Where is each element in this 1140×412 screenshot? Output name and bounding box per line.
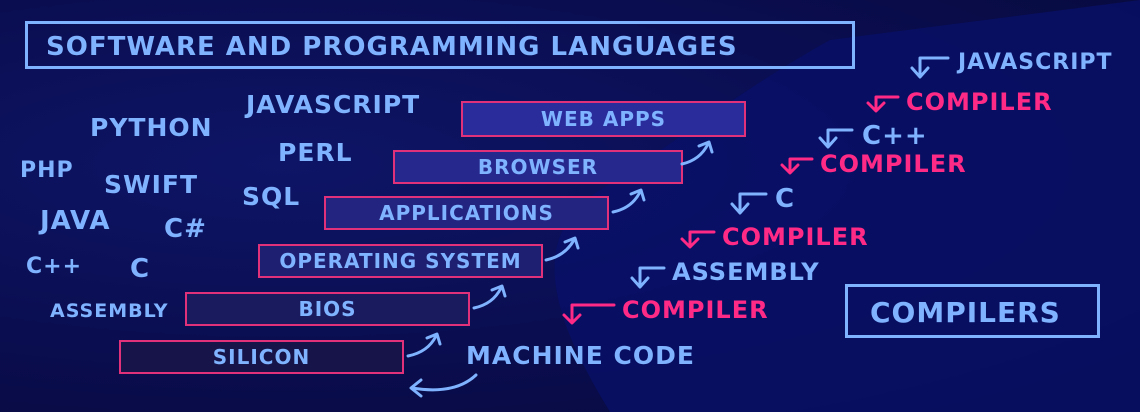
chain-javascript: JAVASCRIPT: [958, 50, 1113, 75]
chain-compiler-1: COMPILER: [906, 88, 1053, 116]
curved-arrow-icon: [472, 284, 507, 310]
layer-applications: APPLICATIONS: [324, 196, 609, 230]
curved-arrow-icon: [544, 236, 580, 262]
chain-c: C: [775, 184, 796, 214]
right-panel-shape: [554, 0, 1140, 412]
layer-web-apps-label: WEB APPS: [540, 107, 667, 131]
chain-compiler-4: COMPILER: [622, 296, 769, 324]
layer-operating-system-label: OPERATING SYSTEM: [279, 249, 522, 273]
chain-compiler-3: COMPILER: [722, 223, 869, 251]
language-c: C: [130, 254, 151, 284]
chain-compiler-2: COMPILER: [820, 150, 967, 178]
language-java: JAVA: [40, 206, 111, 236]
layer-bios: BIOS: [185, 292, 470, 326]
compilers-label: COMPILERS: [870, 296, 1061, 329]
language-assembly: ASSEMBLY: [50, 300, 169, 322]
layer-browser: BROWSER: [393, 150, 683, 184]
hook-arrow-icon: [730, 192, 768, 215]
language-php: PHP: [20, 158, 74, 183]
layer-applications-label: APPLICATIONS: [379, 201, 554, 225]
layer-silicon-label: SILICON: [212, 345, 311, 369]
machine-code-label: MACHINE CODE: [466, 341, 695, 370]
compiler-arrow-icon: [680, 230, 716, 249]
hook-arrow-icon: [630, 266, 666, 289]
compiler-arrow-icon: [866, 95, 900, 113]
layer-web-apps: WEB APPS: [461, 101, 746, 137]
language-csharp: C#: [164, 214, 207, 244]
title-box: SOFTWARE AND PROGRAMMING LANGUAGES: [25, 21, 855, 69]
language-sql: SQL: [242, 182, 301, 211]
chain-cpp: C++: [862, 121, 928, 151]
layer-operating-system: OPERATING SYSTEM: [258, 244, 543, 278]
hook-arrow-icon: [910, 56, 950, 79]
language-perl: PERL: [278, 138, 353, 167]
compiler-arrow-icon: [780, 157, 814, 175]
language-cpp: C++: [26, 254, 83, 279]
compiler-arrow-icon: [562, 303, 616, 325]
diagram-title: SOFTWARE AND PROGRAMMING LANGUAGES: [46, 32, 738, 62]
language-javascript: JAVASCRIPT: [246, 90, 421, 119]
compilers-box: COMPILERS: [845, 284, 1100, 338]
chain-assembly: ASSEMBLY: [672, 258, 820, 286]
layer-silicon: SILICON: [119, 340, 404, 374]
curved-arrow-icon: [611, 188, 646, 214]
layer-bios-label: BIOS: [298, 297, 357, 321]
language-swift: SWIFT: [104, 170, 199, 199]
curved-arrow-icon: [409, 373, 478, 398]
language-python: PYTHON: [90, 113, 213, 142]
curved-arrow-icon: [406, 332, 442, 358]
hook-arrow-icon: [818, 128, 854, 149]
layer-browser-label: BROWSER: [477, 155, 599, 179]
curved-arrow-icon: [680, 140, 714, 166]
